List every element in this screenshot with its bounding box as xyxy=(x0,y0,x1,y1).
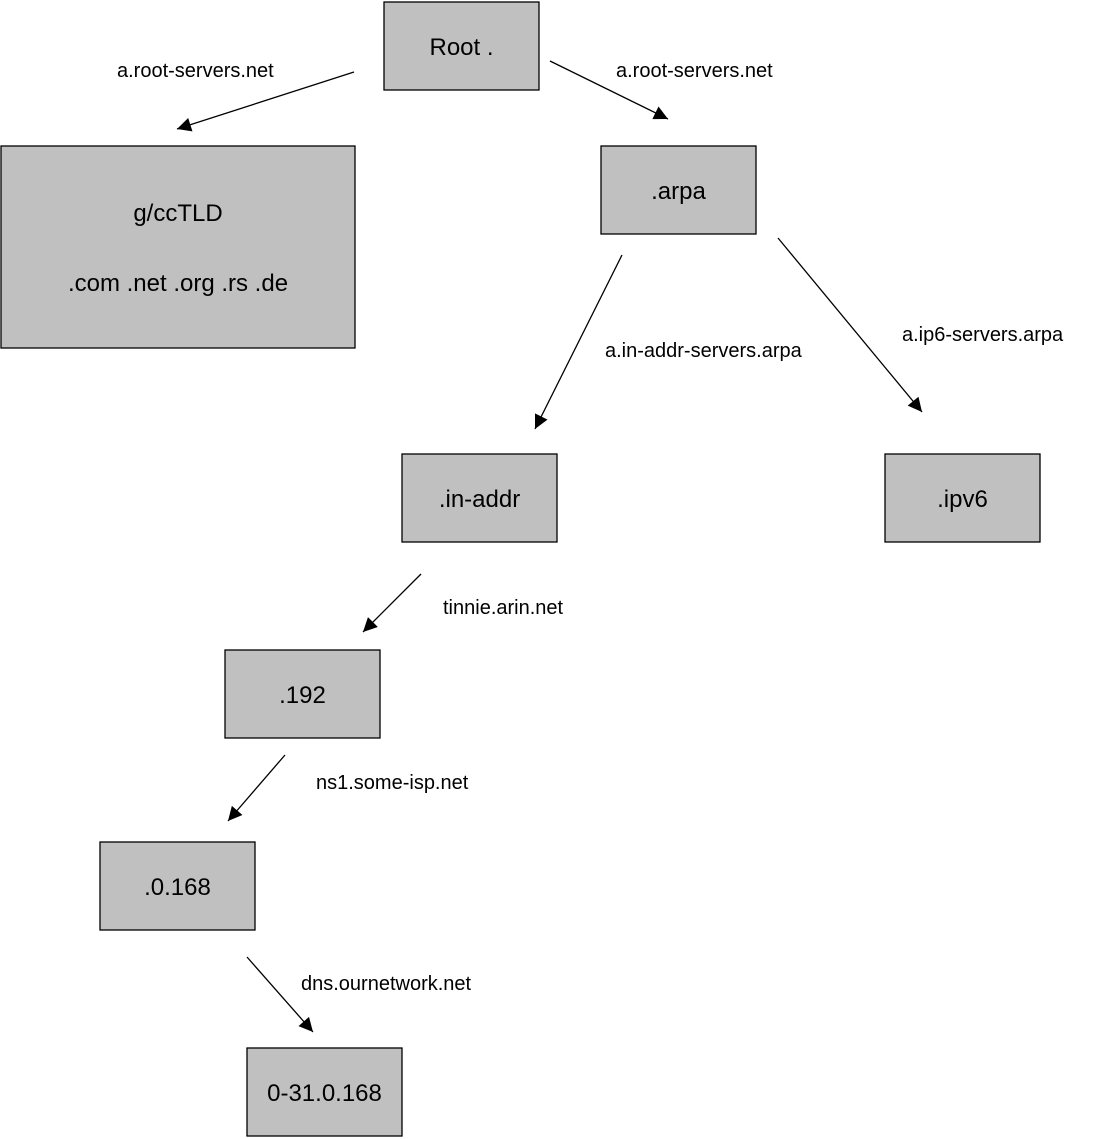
edge-in-addr-to-192-arrow xyxy=(362,573,422,633)
node-ipv6-box xyxy=(884,453,1041,543)
edge-arpa-to-ipv6-label: a.ip6-servers.arpa xyxy=(902,324,1064,346)
node-root-box xyxy=(383,1,540,91)
node-arpa-label: .arpa xyxy=(651,178,706,205)
node-0-31-box xyxy=(246,1047,403,1137)
edge-0168-to-0-31-label: dns.ournetwork.net xyxy=(301,973,472,995)
node-in-addr-box xyxy=(401,453,558,543)
node-0-31: 0-31.0.168 xyxy=(246,1047,403,1137)
node-gcctld: g/ccTLD .com .net .org .rs .de xyxy=(0,145,356,349)
node-root: Root . xyxy=(383,1,540,91)
node-0168-box xyxy=(99,841,256,931)
node-ipv6-label: .ipv6 xyxy=(937,486,988,513)
node-arpa: .arpa xyxy=(600,145,757,235)
edge-192-to-0168-label: ns1.some-isp.net xyxy=(316,772,469,794)
edge-root-to-gcctld: a.root-servers.net xyxy=(117,60,355,132)
node-in-addr: .in-addr xyxy=(401,453,558,543)
edge-0168-to-0-31-arrow xyxy=(246,956,314,1033)
node-gcctld-domains: .com .net .org .rs .de xyxy=(68,270,288,297)
edge-0168-to-0-31: dns.ournetwork.net xyxy=(246,956,472,1033)
node-ipv6: .ipv6 xyxy=(884,453,1041,543)
edge-arpa-to-ipv6-arrow xyxy=(777,237,923,413)
edge-root-to-arpa-arrow xyxy=(549,60,669,120)
node-root-label: Root . xyxy=(429,34,493,61)
node-192-box xyxy=(224,649,381,739)
edge-arpa-to-ipv6: a.ip6-servers.arpa xyxy=(777,237,1064,413)
node-192-label: .192 xyxy=(279,682,326,709)
edge-arpa-to-in-addr: a.in-addr-servers.arpa xyxy=(534,254,803,430)
edge-in-addr-to-192: tinnie.arin.net xyxy=(362,573,564,633)
node-arpa-box xyxy=(600,145,757,235)
edge-root-to-arpa-label: a.root-servers.net xyxy=(616,60,773,82)
edge-root-to-gcctld-label: a.root-servers.net xyxy=(117,60,274,82)
node-gcctld-title: g/ccTLD xyxy=(133,200,222,227)
node-in-addr-label: .in-addr xyxy=(439,486,520,513)
edge-192-to-0168-arrow xyxy=(227,754,286,822)
node-0168: .0.168 xyxy=(99,841,256,931)
edge-arpa-to-in-addr-label: a.in-addr-servers.arpa xyxy=(605,340,803,362)
edge-192-to-0168: ns1.some-isp.net xyxy=(227,754,469,822)
edge-root-to-arpa: a.root-servers.net xyxy=(549,60,773,120)
edge-root-to-gcctld-arrow xyxy=(176,71,355,132)
edge-arpa-to-in-addr-arrow xyxy=(534,254,623,430)
node-192: .192 xyxy=(224,649,381,739)
node-0168-label: .0.168 xyxy=(144,874,211,901)
node-0-31-label: 0-31.0.168 xyxy=(267,1080,382,1107)
node-gcctld-box xyxy=(0,145,356,349)
edge-in-addr-to-192-label: tinnie.arin.net xyxy=(443,597,564,619)
